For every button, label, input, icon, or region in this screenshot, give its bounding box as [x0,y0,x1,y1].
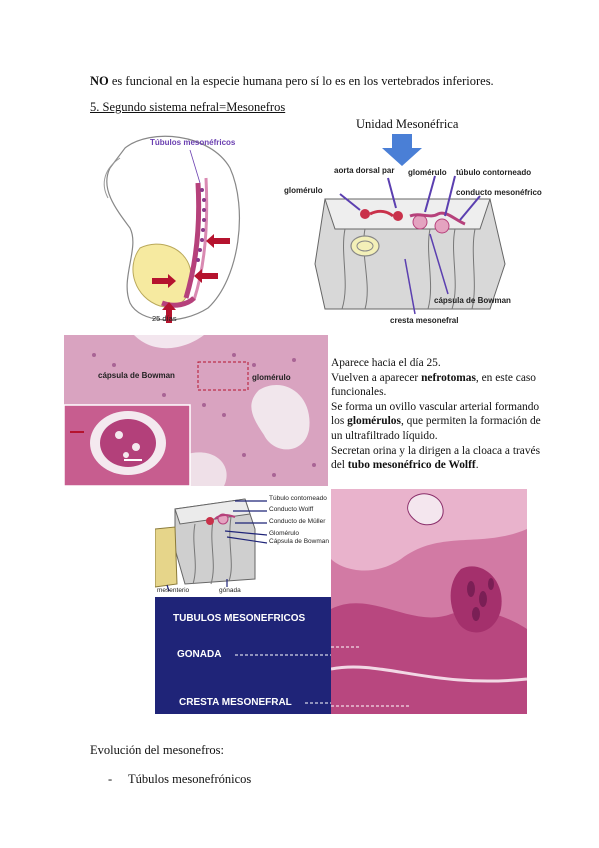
bullet-item-1: - Túbulos mesonefrónicos [108,772,251,787]
bottom-label-capsula: Cápsula de Bowman [269,538,329,545]
banner-label-gonada: GONADA [177,649,222,660]
embryo-illustration [103,135,240,323]
bottom-diagram-panel: Túbulo contorneado Conducto Wolff Conduc… [154,489,331,597]
unit-label-glomerulo-top: glomérulo [408,168,447,177]
unit-label-cresta: cresta mesonefral [390,316,459,325]
down-arrow-icon [382,134,422,166]
unit-label-tubulo: túbulo contorneado [456,168,532,177]
unit-figure: aorta dorsal par glomérulo túbulo contor… [280,134,542,332]
banner-label-cresta: CRESTA MESONEFRAL [179,697,292,708]
unit-label-aorta: aorta dorsal par [334,166,395,175]
mesonephric-unit-illustration [314,134,506,315]
unit-figure-title: Unidad Mesonéfrica [356,117,459,131]
bottom-label-gonada: gónada [219,587,241,594]
bottom-label-mesenterio: mesenterio [157,587,190,594]
histology-label-glomerulo: glomérulo [252,373,291,382]
section-heading: 5. Segundo sistema nefral=Mesonefros [90,100,286,114]
unit-label-conducto: conducto mesonéfrico [456,188,542,197]
intro-rest: es funcional en la especie humana pero s… [108,74,494,88]
banner-dashed-leaders [235,654,331,704]
unit-label-capsula: cápsula de Bowman [434,296,511,305]
description-paragraph: Aparece hacia el día 25. Vuelven a apare… [331,356,543,473]
blue-label-banner: TUBULOS MESONEFRICOS GONADA CRESTA MESON… [155,597,331,714]
desc-line-1: Aparece hacia el día 25. [331,357,441,369]
urogenital-ridge-illustration [154,498,268,592]
intro-bold: NO [90,74,109,88]
histology-image-1: cápsula de Bowman glomérulo [64,335,328,486]
bullet-text: Túbulos mesonefrónicos [128,772,252,786]
desc-line-3: Se forma un ovillo vascular arterial for… [331,400,541,442]
evolution-heading: Evolución del mesonefros: [90,743,224,757]
bottom-label-muller: Conducto de Müller [269,518,326,525]
bottom-label-glomerulo: Glomérulo [269,530,299,537]
desc-line-4: Secretan orina y la dirigen a la cloaca … [331,444,541,472]
embryo-label-days: 25 días [152,314,177,323]
unit-label-glomerulo-left: glomérulo [284,186,323,195]
intro-line: NO es funcional en la especie humana per… [90,74,494,89]
bullet-dash: - [108,772,113,786]
desc-line-2: Vuelven a aparecer nefrotomas, en este c… [331,371,536,399]
bottom-label-tubulo: Túbulo contorneado [269,495,327,502]
embryo-label-tubulos: Túbulos mesonéfricos [150,138,236,147]
histology-micrograph [64,335,328,486]
histology-micrograph-2 [331,489,527,714]
embryo-figure: Túbulos mesonéfricos 25 días [90,128,250,328]
histology-label-capsula: cápsula de Bowman [98,371,175,380]
bottom-label-wolff: Conducto Wolff [269,506,314,513]
histology-image-2 [331,489,527,714]
banner-label-tubulos: TUBULOS MESONEFRICOS [173,613,306,624]
